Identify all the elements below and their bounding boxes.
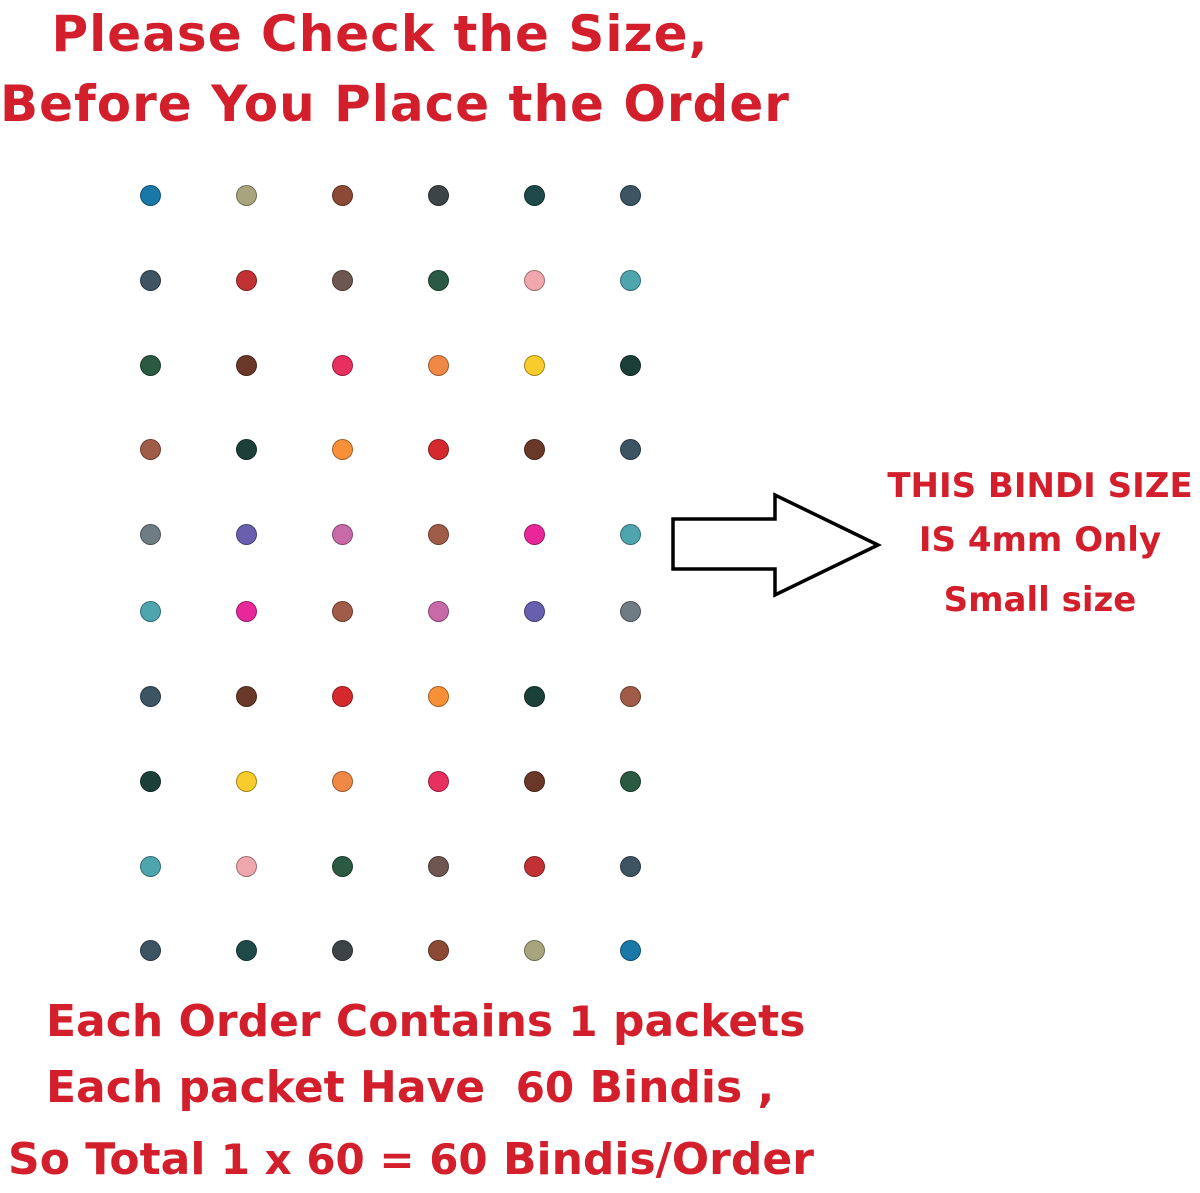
bindi-dot	[619, 770, 641, 792]
right-arrow-outline-icon	[671, 492, 883, 598]
bindi-dot	[523, 184, 545, 206]
bindi-dot	[235, 855, 257, 877]
bindi-dot	[523, 269, 545, 291]
bindi-dot	[139, 438, 161, 460]
footer-line-2-prefix: Each packet Have	[46, 1062, 516, 1113]
bindi-dot	[139, 770, 161, 792]
bindi-dot	[427, 438, 449, 460]
bindi-dot	[427, 269, 449, 291]
bindi-dot	[427, 354, 449, 376]
bindi-dot	[523, 438, 545, 460]
bindi-dot	[331, 184, 353, 206]
bindi-dot	[523, 354, 545, 376]
bindi-dot	[235, 600, 257, 622]
bindi-dot	[523, 685, 545, 707]
size-note-line-2: IS 4mm Only	[918, 520, 1162, 560]
bindi-dot	[235, 184, 257, 206]
bindi-dot	[331, 855, 353, 877]
bindi-dot	[235, 685, 257, 707]
bindi-dot	[331, 770, 353, 792]
bindi-dot	[139, 600, 161, 622]
bindi-dot	[619, 523, 641, 545]
bindi-dot	[427, 685, 449, 707]
bindi-dot	[235, 523, 257, 545]
bindi-dot	[235, 770, 257, 792]
bindi-dot	[331, 685, 353, 707]
footer-line-bindis-per-packet: Each packet Have 60 Bindis ,	[46, 1062, 846, 1114]
bindi-dot	[139, 523, 161, 545]
bindi-dot	[427, 855, 449, 877]
bindi-dot	[331, 523, 353, 545]
size-note-line-1: THIS BINDI SIZE	[887, 466, 1193, 506]
bindi-dot	[523, 855, 545, 877]
bindi-dot	[139, 939, 161, 961]
bindi-dot	[139, 685, 161, 707]
bindi-dot	[139, 184, 161, 206]
bindi-dot	[331, 354, 353, 376]
bindi-dot	[523, 770, 545, 792]
bindi-dot	[427, 770, 449, 792]
bindi-dot	[619, 438, 641, 460]
footer-line-3-prefix: So Total	[8, 1134, 221, 1185]
bindi-dot	[619, 354, 641, 376]
bindi-dot	[619, 269, 641, 291]
packet-count: 1	[568, 997, 598, 1046]
bindi-dot	[427, 600, 449, 622]
footer-line-2-suffix: Bindis ,	[574, 1062, 775, 1113]
bindi-dot	[619, 855, 641, 877]
footer-line-total: So Total 1 x 60 = 60 Bindis/Order	[8, 1134, 814, 1186]
bindi-dot	[427, 523, 449, 545]
bindi-dot	[235, 354, 257, 376]
total-formula: 1 x 60 = 60	[220, 1135, 488, 1184]
footer-line-1-prefix: Each Order Contains	[46, 996, 569, 1047]
bindi-dot	[235, 269, 257, 291]
bindi-dot	[139, 855, 161, 877]
bindi-dot	[523, 939, 545, 961]
bindi-dot	[139, 354, 161, 376]
bindi-dot	[619, 184, 641, 206]
header-line-2: Before You Place the Order	[0, 75, 790, 133]
bindi-dot	[235, 438, 257, 460]
bindi-dot	[523, 600, 545, 622]
footer-line-3-suffix: Bindis/Order	[487, 1134, 814, 1185]
bindi-dot	[331, 269, 353, 291]
bindi-dot	[331, 438, 353, 460]
bindi-dot	[619, 600, 641, 622]
bindi-dot	[427, 939, 449, 961]
bindi-dot	[139, 269, 161, 291]
bindi-dot	[331, 600, 353, 622]
bindi-dot	[331, 939, 353, 961]
bindi-dot	[619, 685, 641, 707]
bindi-dot	[619, 939, 641, 961]
footer-line-1-suffix: packets	[597, 996, 806, 1047]
bindi-dot	[523, 523, 545, 545]
bindi-dot	[235, 939, 257, 961]
header-line-1: Please Check the Size,	[51, 5, 709, 63]
size-note-line-3: Small size	[943, 580, 1137, 620]
bindi-per-packet-count: 60	[515, 1063, 575, 1112]
bindi-dot	[427, 184, 449, 206]
footer-line-packets: Each Order Contains 1 packets	[46, 996, 846, 1048]
